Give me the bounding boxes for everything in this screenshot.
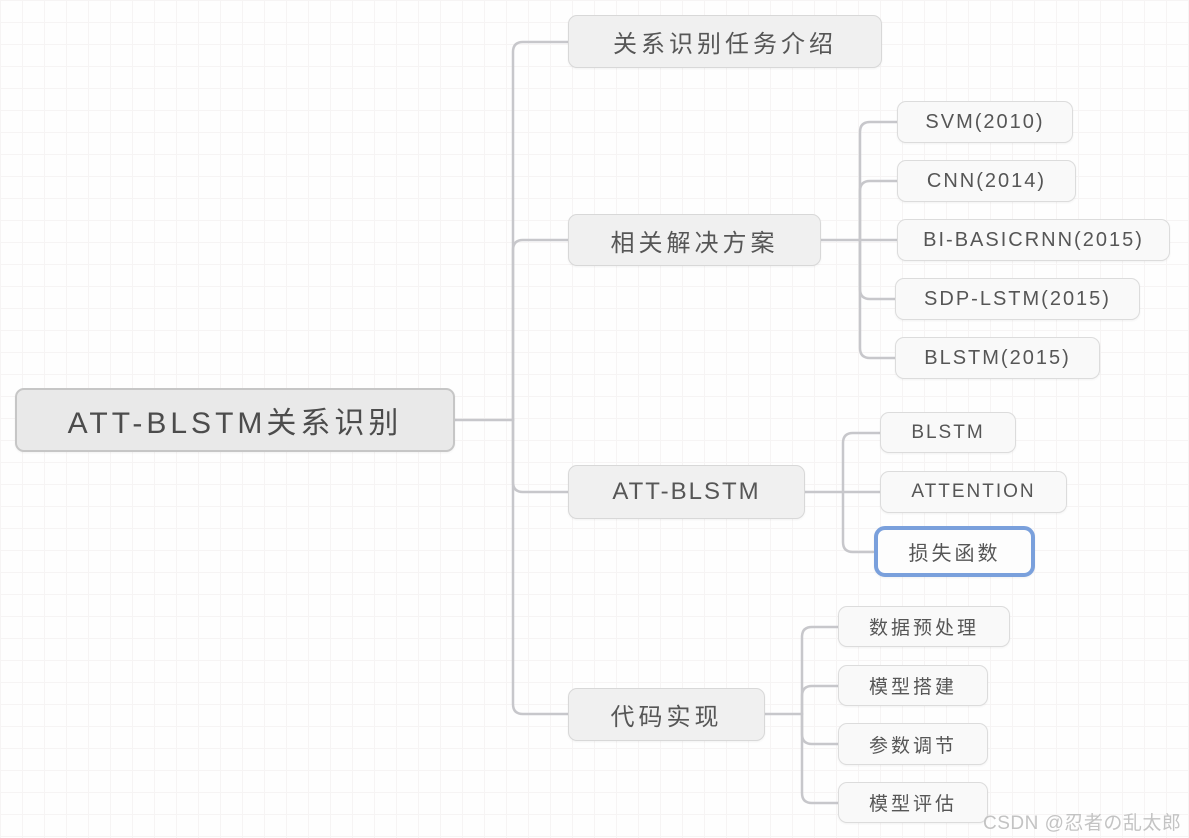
node-blstm[interactable]: BLSTM: [880, 412, 1016, 453]
node-code-implementation[interactable]: 代码实现: [568, 688, 765, 741]
node-cnn-2014[interactable]: CNN(2014): [897, 160, 1076, 202]
node-data-preprocessing[interactable]: 数据预处理: [838, 606, 1010, 647]
node-task-introduction[interactable]: 关系识别任务介绍: [568, 15, 882, 68]
csdn-watermark: CSDN @忍者の乱太郎: [983, 813, 1182, 834]
node-blstm-2015[interactable]: BLSTM(2015): [895, 337, 1100, 379]
node-root-att-blstm-relation[interactable]: ATT-BLSTM关系识别: [15, 388, 455, 452]
node-att-blstm[interactable]: ATT-BLSTM: [568, 465, 805, 519]
node-attention[interactable]: ATTENTION: [880, 471, 1067, 513]
node-model-building[interactable]: 模型搭建: [838, 665, 988, 706]
node-parameter-tuning[interactable]: 参数调节: [838, 723, 988, 765]
node-loss-function[interactable]: 损失函数: [874, 526, 1035, 577]
node-related-solutions[interactable]: 相关解决方案: [568, 214, 821, 266]
node-model-evaluation[interactable]: 模型评估: [838, 782, 988, 823]
node-bi-basicrnn-2015[interactable]: BI-BASICRNN(2015): [897, 219, 1170, 261]
node-svm-2010[interactable]: SVM(2010): [897, 101, 1073, 143]
node-sdp-lstm-2015[interactable]: SDP-LSTM(2015): [895, 278, 1140, 320]
